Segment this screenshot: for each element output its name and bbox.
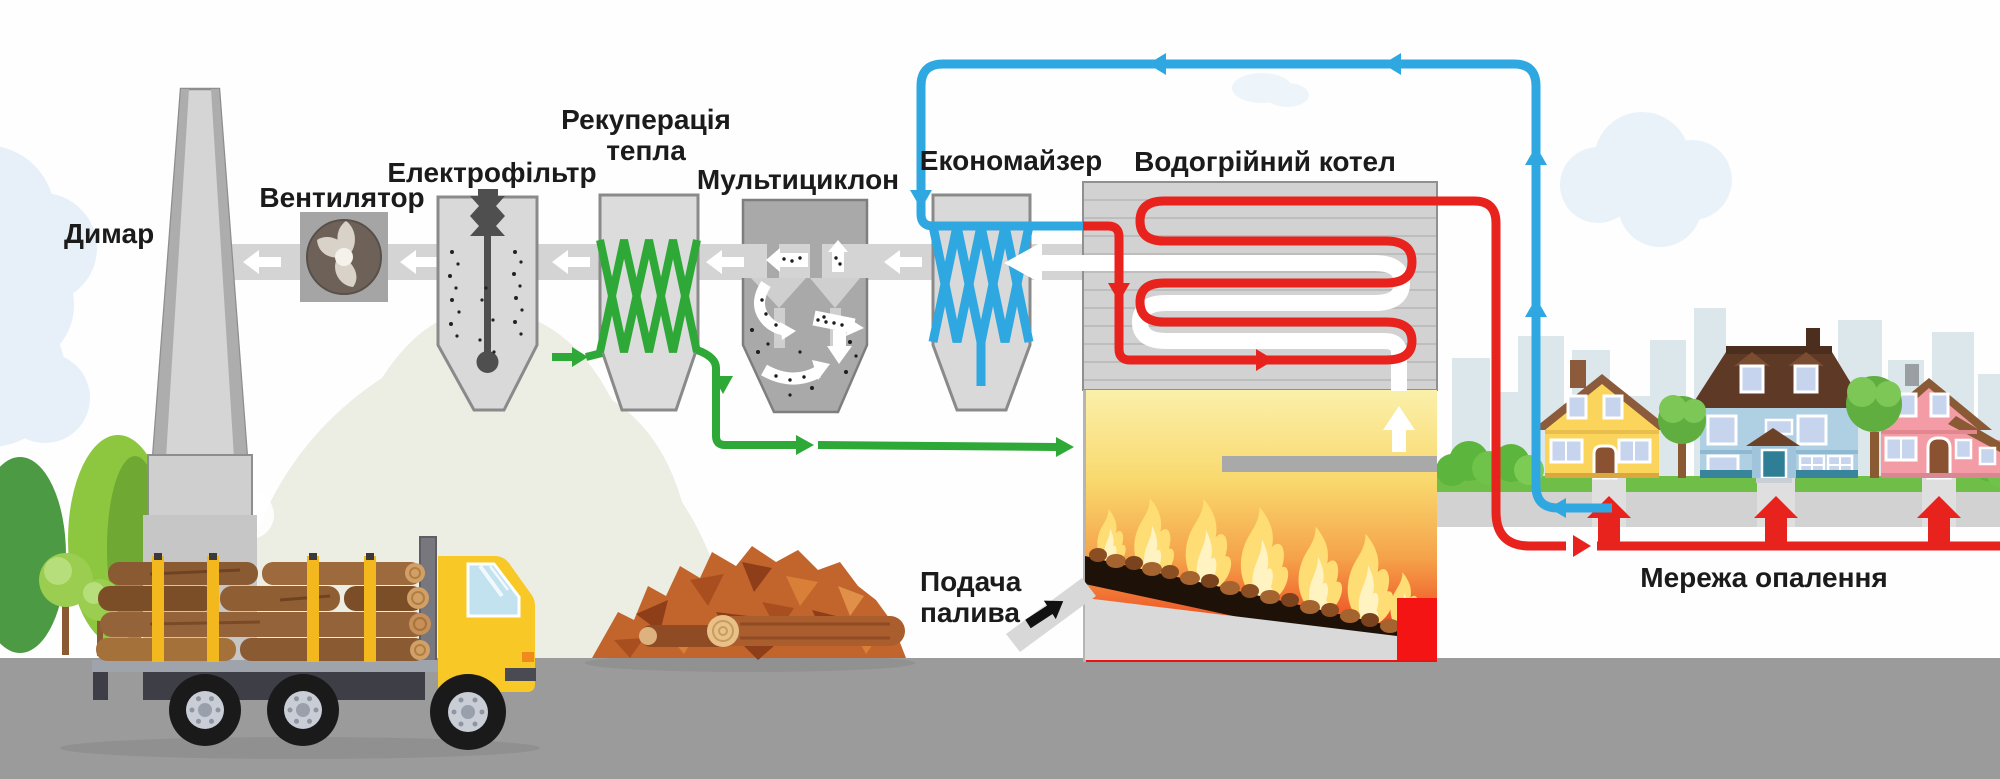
recirculation-pipe — [552, 346, 1074, 457]
house-blue — [1690, 328, 1866, 483]
truck-graphic — [92, 536, 536, 750]
fan-label: Вентилятор — [259, 182, 425, 213]
windshield — [466, 562, 521, 618]
economizer-graphic — [928, 193, 1034, 412]
heat-recovery-coil — [596, 239, 701, 353]
house-pink — [1866, 364, 2000, 480]
fan-icon — [306, 219, 382, 295]
duct-flow-arrows — [243, 250, 922, 274]
electrostatic-filter-graphic — [436, 189, 539, 412]
truck-shadow — [60, 737, 540, 759]
truck-deck — [92, 660, 444, 672]
ember-discharge — [1397, 598, 1437, 660]
multicyclone-label: Мультициклон — [696, 164, 900, 195]
log-end — [639, 627, 657, 645]
chimney-label: Димар — [64, 218, 155, 249]
heat-recovery-label: Рекуперація тепла — [561, 104, 731, 166]
fuel-feed-label: Подача палива — [920, 566, 1022, 628]
grate-support — [1085, 598, 1397, 660]
grass-strip — [1437, 476, 2000, 494]
tree-trunk — [97, 608, 103, 656]
return-water-pipe — [910, 53, 1612, 518]
indicator-light — [522, 652, 534, 662]
clouds — [0, 73, 1732, 447]
hot-water-pipe — [1083, 196, 2000, 557]
bumper — [505, 668, 536, 681]
hot-gas-up-arrow — [1383, 406, 1415, 452]
boiler-label: Водогрійний котел — [1134, 146, 1396, 177]
boiler-graphic — [1082, 181, 1438, 662]
wood-chip-pile-graphic — [592, 546, 906, 660]
chimney-graphic — [143, 87, 257, 660]
log-load — [96, 553, 431, 662]
cloud-right — [1560, 112, 1732, 247]
truck-cab — [438, 556, 536, 692]
fuel-chute-graphic — [1006, 578, 1096, 652]
sidewalk — [1437, 492, 2000, 527]
yard-trees — [1658, 376, 1902, 478]
tree-trunk — [62, 585, 69, 655]
dust-particles — [448, 250, 524, 354]
pile-shadow — [585, 654, 915, 672]
fuel-feed-arrow-icon — [1025, 600, 1064, 629]
heating-network-label: Мережа опалення — [1640, 562, 1888, 593]
fuel-pellets — [1089, 548, 1400, 633]
log-end — [707, 615, 739, 647]
houses-graphic — [1532, 328, 2000, 483]
heat-recovery-graphic — [596, 193, 701, 412]
electrostatic-filter-label: Електрофільтр — [387, 157, 597, 188]
house-yellow — [1532, 360, 1672, 480]
cyclone-flow-arrows — [750, 240, 864, 397]
firebox-baffle — [1222, 456, 1437, 472]
fan-graphic — [300, 212, 388, 302]
log-straps — [152, 556, 376, 662]
truck-wheels — [169, 674, 506, 750]
insulator-icon — [470, 189, 505, 373]
log — [715, 616, 905, 646]
cloud-small — [1232, 73, 1309, 107]
multicyclone-graphic — [741, 198, 869, 414]
economizer-label: Економайзер — [919, 145, 1103, 176]
